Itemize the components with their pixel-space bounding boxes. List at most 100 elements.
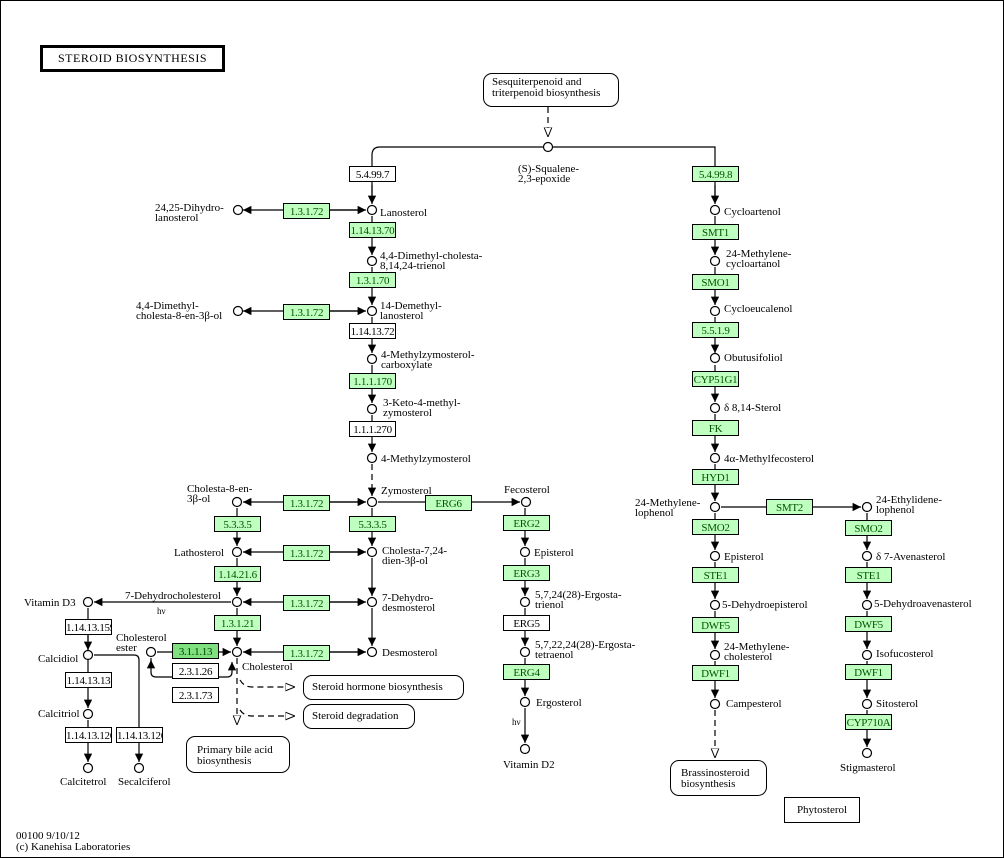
compound-stigmasterol[interactable]: Stigmasterol	[840, 762, 896, 774]
compound-ergostatrienol[interactable]: 5,7,24(28)-Ergosta- trienol	[535, 589, 622, 611]
compound-cycloartenol[interactable]: Cycloartenol	[724, 206, 781, 218]
enzyme-5-5-1-9[interactable]: 5.5.1.9	[692, 322, 739, 338]
enzyme-1-14-13-126[interactable]: 1.14.13.126	[116, 727, 163, 743]
enzyme-hyd1[interactable]: HYD1	[692, 469, 739, 485]
enzyme-erg3[interactable]: ERG3	[503, 565, 550, 581]
compound-dihydrolanosterol[interactable]: 24,25-Dihydro- lanosterol	[155, 202, 224, 224]
compound-campesterol[interactable]: Campesterol	[726, 698, 782, 710]
phytosterol-legend-box: Phytosterol	[784, 797, 860, 823]
compound-calcitriol[interactable]: Calcitriol	[38, 708, 80, 720]
enzyme-1-3-1-72[interactable]: 1.3.1.72	[283, 595, 330, 611]
compound-dehydrodesmosterol[interactable]: 7-Dehydro- desmosterol	[382, 592, 436, 614]
enzyme-1-3-1-72[interactable]: 1.3.1.72	[283, 495, 330, 511]
enzyme-erg2[interactable]: ERG2	[503, 515, 550, 531]
compound-obtusifoliol[interactable]: Obutusifoliol	[724, 352, 783, 364]
compound-isofucosterol[interactable]: Isofucosterol	[876, 648, 934, 660]
compound-calcidiol[interactable]: Calcidiol	[38, 653, 79, 665]
enzyme-smt2[interactable]: SMT2	[766, 499, 813, 515]
compound-vitamin-d2[interactable]: Vitamin D2	[503, 759, 555, 771]
enzyme-1-3-1-21[interactable]: 1.3.1.21	[214, 615, 261, 631]
compound-ergosterol[interactable]: Ergosterol	[536, 697, 582, 709]
compound-dimethylcholestenol[interactable]: 4,4-Dimethyl- cholesta-8-en-3β-ol	[136, 300, 223, 322]
compound-sterol-8-14[interactable]: δ 8,14-Sterol	[724, 402, 782, 414]
enzyme-smo1[interactable]: SMO1	[692, 274, 739, 290]
compound-methylenelophenol[interactable]: 24-Methylene- lophenol	[635, 497, 701, 519]
enzyme-1-14-13-159[interactable]: 1.14.13.159	[65, 619, 112, 635]
enzyme-dwf5[interactable]: DWF5	[692, 617, 739, 633]
enzyme-1-3-1-72[interactable]: 1.3.1.72	[283, 304, 330, 320]
compound-cycloeucalenol[interactable]: Cycloeucalenol	[724, 303, 793, 315]
enzyme-smo2[interactable]: SMO2	[692, 519, 739, 535]
compound-sitosterol[interactable]: Sitosterol	[876, 698, 919, 710]
enzyme-ste1[interactable]: STE1	[845, 567, 892, 583]
compound-episterol[interactable]: Episterol	[724, 551, 764, 563]
pathway-title: STEROID BIOSYNTHESIS	[40, 45, 225, 72]
enzyme-erg4[interactable]: ERG4	[503, 664, 550, 680]
enzyme-1-1-1-170[interactable]: 1.1.1.170	[349, 373, 396, 389]
enzyme-1-14-13-126[interactable]: 1.14.13.126	[65, 727, 112, 743]
enzyme-1-3-1-72[interactable]: 1.3.1.72	[283, 645, 330, 661]
compound-methylzymosterol[interactable]: 4-Methylzymosterol	[381, 453, 471, 465]
compound-dehydroepisterol[interactable]: 5-Dehydroepisterol	[722, 599, 808, 611]
enzyme-5-3-3-5[interactable]: 5.3.3.5	[349, 516, 396, 532]
compound-keto-methylzymosterol[interactable]: 3-Keto-4-methyl- zymosterol	[383, 397, 461, 419]
enzyme-1-14-13-13[interactable]: 1.14.13.13	[65, 672, 112, 688]
compound-ergostatetraenol[interactable]: 5,7,22,24(28)-Ergosta- tetraenol	[535, 639, 636, 661]
compound-secalciferol[interactable]: Secalciferol	[118, 776, 171, 788]
enzyme-cyp710a[interactable]: CYP710A	[845, 714, 892, 730]
enzyme-2-3-1-73[interactable]: 2.3.1.73	[172, 687, 219, 703]
enzyme-2-3-1-26[interactable]: 2.3.1.26	[172, 663, 219, 679]
map-primary-bile-acid-biosynthesis[interactable]: Primary bile acid biosynthesis	[186, 736, 290, 773]
enzyme-1-14-13-70[interactable]: 1.14.13.70	[349, 222, 396, 238]
map-sesquiterpenoid-biosynthesis[interactable]: Sesquiterpenoid and triterpenoid biosynt…	[483, 73, 619, 107]
compound-cholestadienol[interactable]: Cholesta-7,24- dien-3β-ol	[382, 545, 448, 567]
enzyme-dwf5[interactable]: DWF5	[845, 616, 892, 632]
compound-fecosterol[interactable]: Fecosterol	[504, 484, 550, 496]
enzyme-erg5[interactable]: ERG5	[503, 615, 550, 631]
map-steroid-degradation[interactable]: Steroid degradation	[303, 704, 415, 729]
compound-squalene-epoxide[interactable]: (S)-Squalene- 2,3-epoxide	[518, 163, 580, 185]
compound-nodes	[82, 141, 873, 774]
map-steroid-hormone-biosynthesis[interactable]: Steroid hormone biosynthesis	[303, 675, 464, 700]
enzyme-5-4-99-8[interactable]: 5.4.99.8	[692, 166, 739, 182]
enzyme-3-1-1-13[interactable]: 3.1.1.13	[172, 643, 219, 659]
compound-avenasterol[interactable]: δ 7-Avenasterol	[876, 551, 946, 563]
enzyme-1-14-21-6[interactable]: 1.14.21.6	[214, 566, 261, 582]
compound-calcitetrol[interactable]: Calcitetrol	[60, 776, 107, 788]
enzyme-1-3-1-70[interactable]: 1.3.1.70	[349, 272, 396, 288]
enzyme-fk[interactable]: FK	[692, 420, 739, 436]
enzyme-dwf1[interactable]: DWF1	[845, 664, 892, 680]
compound-methylenecholesterol[interactable]: 24-Methylene- cholesterol	[724, 641, 790, 663]
enzyme-1-1-1-270[interactable]: 1.1.1.270	[349, 421, 396, 437]
compound-vitamin-d3[interactable]: Vitamin D3	[24, 597, 76, 609]
compound-dimethylcholestatrienol[interactable]: 4,4-Dimethyl-cholesta- 8,14,24-trienol	[380, 250, 483, 272]
enzyme-smo2[interactable]: SMO2	[845, 520, 892, 536]
enzyme-5-3-3-5[interactable]: 5.3.3.5	[214, 516, 261, 532]
enzyme-1-3-1-72[interactable]: 1.3.1.72	[283, 545, 330, 561]
map-brassinosteroid-biosynthesis[interactable]: Brassinosteroid biosynthesis	[670, 760, 767, 796]
compound-lanosterol[interactable]: Lanosterol	[380, 207, 428, 219]
compound-methylenecycloartanol[interactable]: 24-Methylene- cycloartanol	[726, 248, 792, 270]
compound-lathosterol[interactable]: Lathosterol	[174, 547, 225, 559]
compound-cholesterol[interactable]: Cholesterol	[242, 661, 293, 673]
compound-methylfecosterol[interactable]: 4α-Methylfecosterol	[724, 453, 815, 465]
enzyme-erg6[interactable]: ERG6	[425, 495, 472, 511]
compound-episterol[interactable]: Episterol	[534, 547, 574, 559]
compound-zymosterol[interactable]: Zymosterol	[381, 485, 432, 497]
enzyme-smt1[interactable]: SMT1	[692, 224, 739, 240]
enzyme-dwf1[interactable]: DWF1	[692, 665, 739, 681]
compound-demethyllanosterol[interactable]: 14-Demethyl- lanosterol	[380, 300, 442, 322]
enzyme-5-4-99-7[interactable]: 5.4.99.7	[349, 166, 396, 182]
footer-map-id: 00100 9/10/12	[16, 830, 80, 842]
compound-ethylidenelophenol[interactable]: 24-Ethylidene- lophenol	[876, 494, 942, 516]
compound-cholesterol-ester[interactable]: Cholesterol ester	[116, 632, 167, 654]
compound-dehydrocholesterol[interactable]: 7-Dehydrocholesterol	[125, 590, 221, 602]
enzyme-ste1[interactable]: STE1	[692, 567, 739, 583]
compound-dehydroavenasterol[interactable]: 5-Dehydroavenasterol	[874, 598, 972, 610]
enzyme-cyp51g1[interactable]: CYP51G1	[692, 371, 739, 387]
enzyme-1-3-1-72[interactable]: 1.3.1.72	[283, 203, 330, 219]
compound-desmosterol[interactable]: Desmosterol	[382, 647, 438, 659]
enzyme-1-14-13-72[interactable]: 1.14.13.72	[349, 323, 396, 339]
compound-cholestenol[interactable]: Cholesta-8-en- 3β-ol	[187, 483, 253, 505]
compound-methylzymosterol-carboxylate[interactable]: 4-Methylzymosterol- carboxylate	[381, 349, 475, 371]
